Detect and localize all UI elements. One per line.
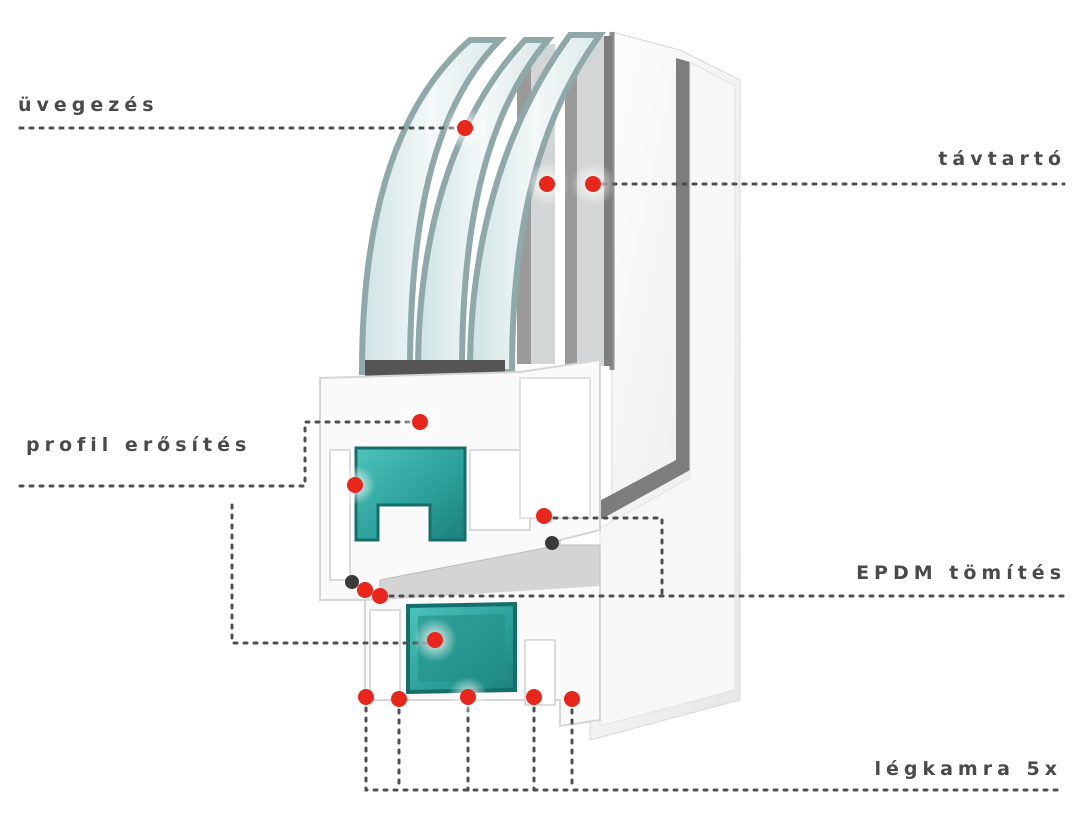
red-dot-icon [347,477,363,493]
label-air-chambers: légkamra 5x [874,758,1062,780]
red-dot-icon [526,689,542,705]
red-dot-icon [460,689,476,705]
leader-epdm-top [542,516,664,598]
leader-reinforcement-lower [230,503,437,645]
glazing-panes [358,32,606,375]
leader-air [364,696,1066,792]
callout-markers [335,106,615,717]
red-dot-icon [391,691,407,707]
epdm-gasket [545,536,559,550]
red-dot-icon [585,176,601,192]
leader-lines [18,126,1066,792]
red-dot-icon [564,691,580,707]
red-dot-icon [457,120,473,136]
red-dot-icon [358,689,374,705]
red-dot-icon [427,632,443,648]
red-dot-icon [536,508,552,524]
label-spacer: távtartó [938,148,1066,170]
red-dot-icon [539,176,555,192]
red-dot-icon [412,414,428,430]
red-dot-icon [357,582,373,598]
window-frame [589,31,741,741]
leader-reinforcement-top [18,420,422,488]
label-epdm-seal: EPDM tömítés [856,562,1066,584]
label-profile-reinforcement: profil erősítés [26,434,252,456]
upper-steel-reinforcement [354,446,467,542]
epdm-gasket [345,575,359,589]
label-glazing: üvegezés [18,94,159,116]
red-dot-icon [372,588,388,604]
